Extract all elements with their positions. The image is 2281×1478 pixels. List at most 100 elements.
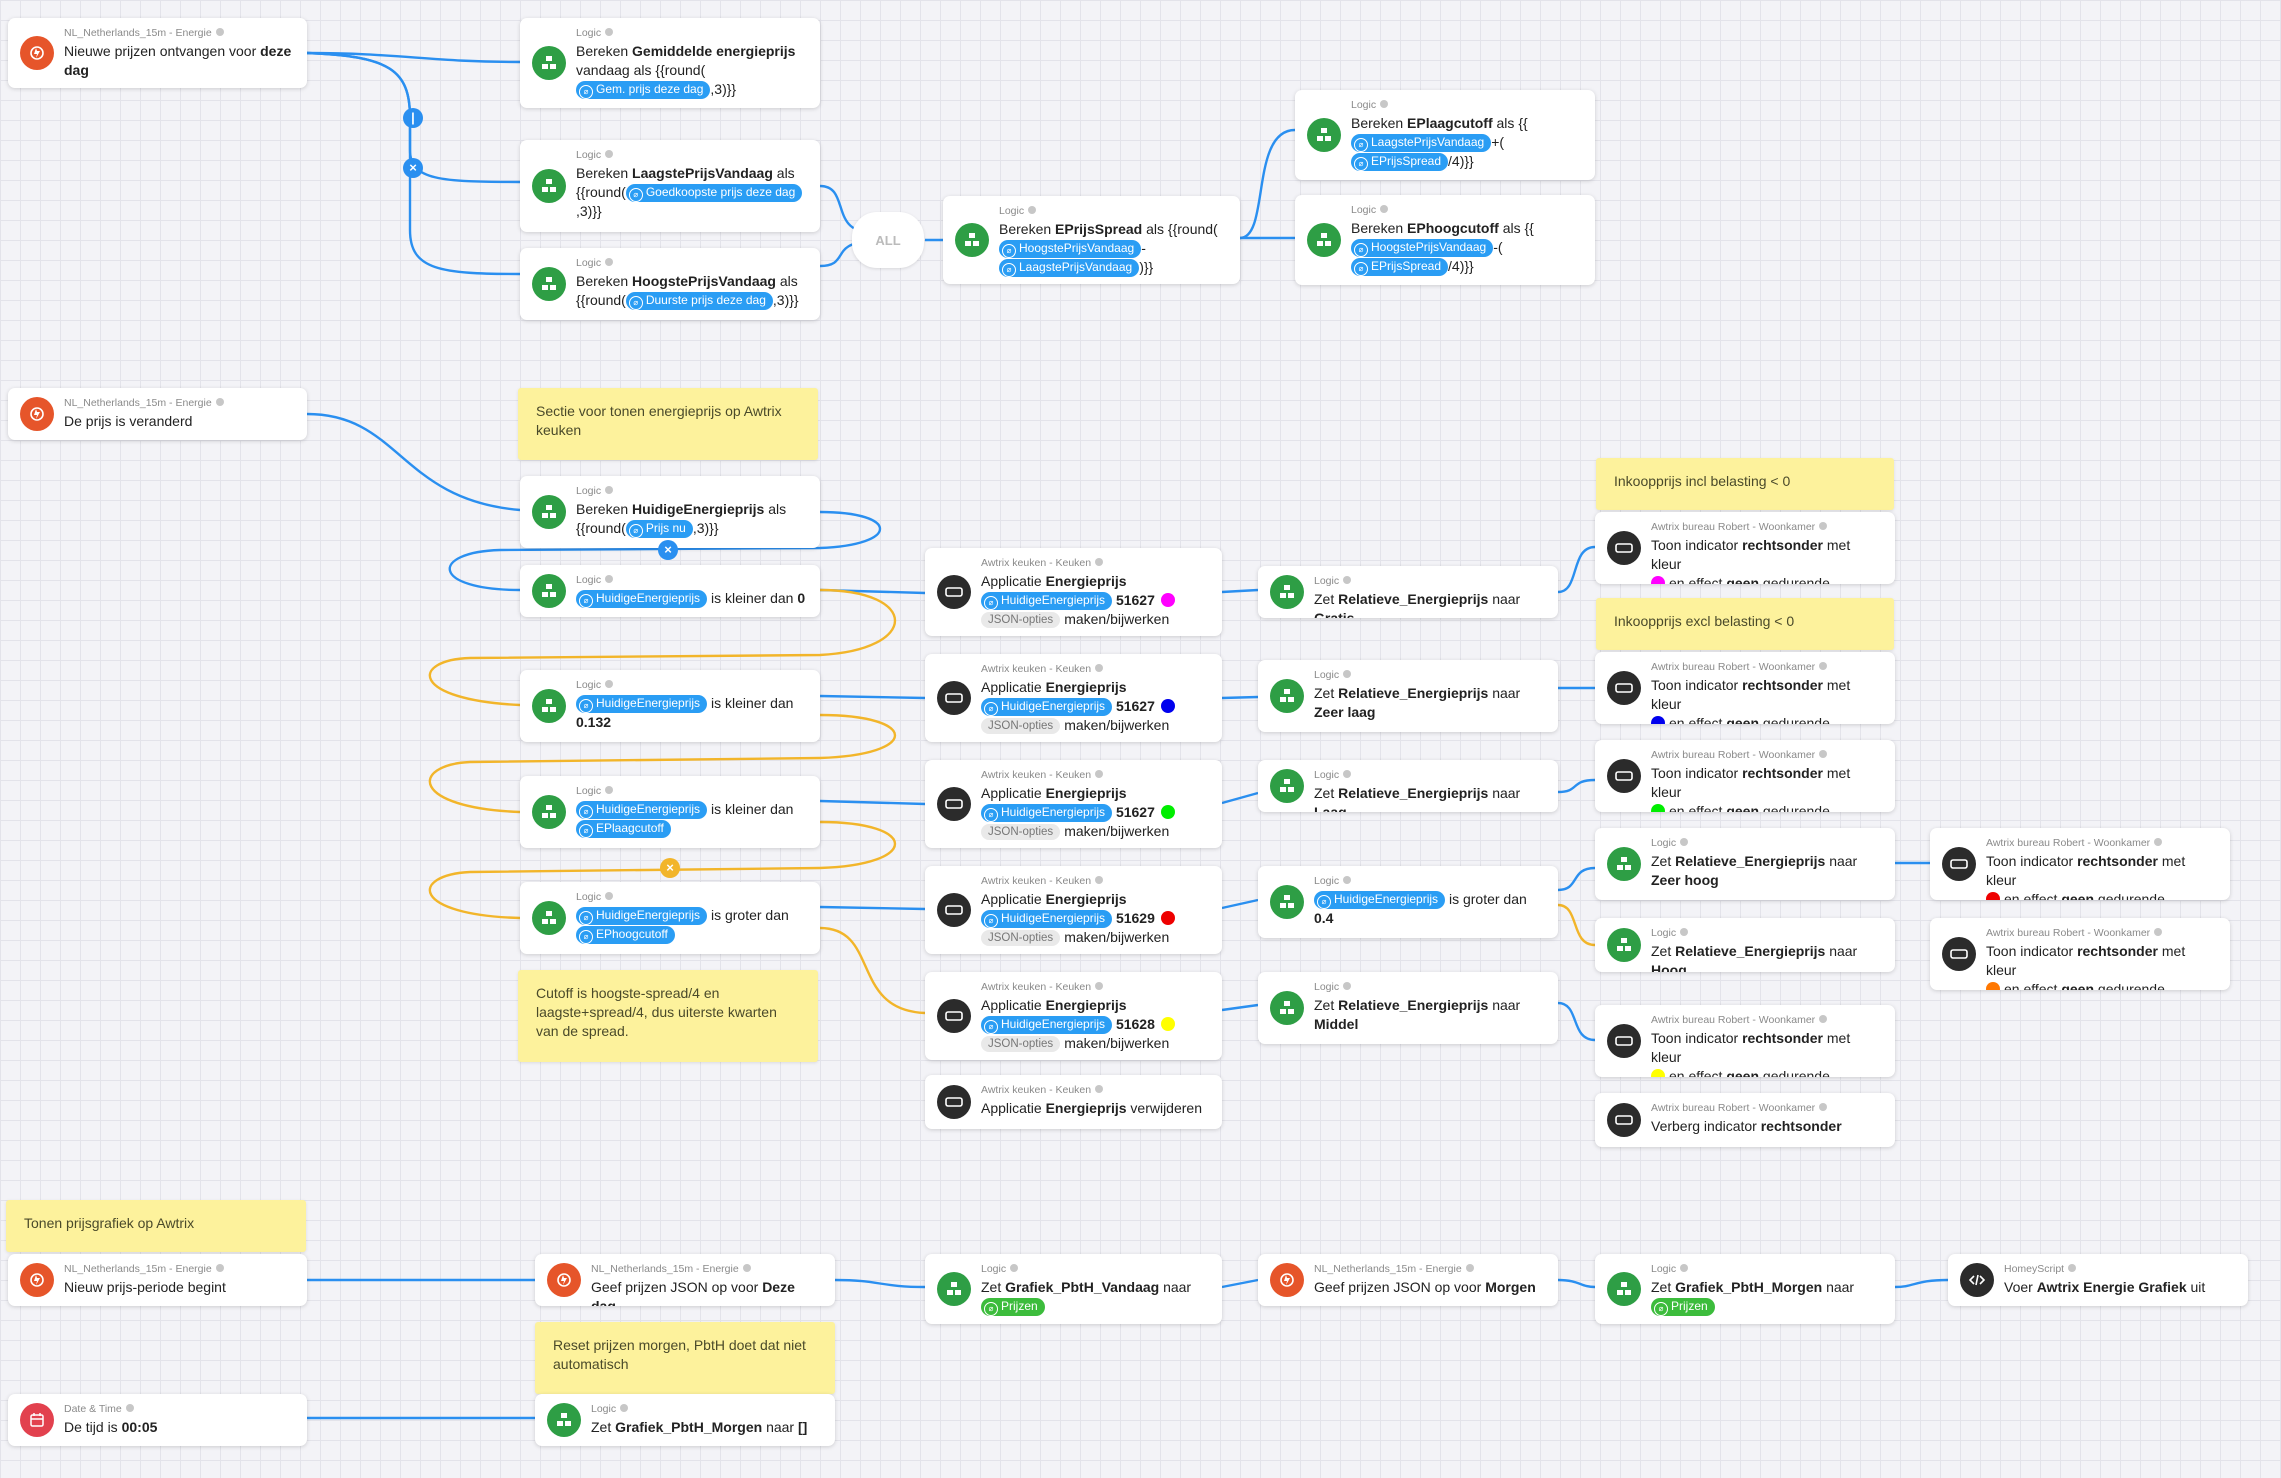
awtrix-app-remove-card[interactable]: Awtrix keuken - Keuken Applicatie Energi… (925, 1075, 1222, 1129)
logic-hoogste-card[interactable]: Logic Bereken HoogstePrijsVandaag als{{r… (520, 248, 820, 320)
awtrix-app-2-card[interactable]: Awtrix keuken - Keuken Applicatie Energi… (925, 654, 1222, 742)
logic-hoogcutoff-card[interactable]: Logic Bereken EPhoogcutoff als {{⌀Hoogst… (1295, 195, 1595, 285)
condition-groter-hoogcutoff-card[interactable]: Logic ⌀HuidigeEnergieprijs is groter dan… (520, 882, 820, 954)
token-pill: ⌀Gem. prijs deze dag (576, 81, 711, 99)
indicator-yellow-card[interactable]: Awtrix bureau Robert - Woonkamer Toon in… (1595, 1005, 1895, 1077)
logic-grid-icon (532, 574, 566, 608)
zet-zeer-laag-card[interactable]: Logic Zet Relatieve_Energieprijs naar Ze… (1258, 660, 1558, 732)
token-pill: ⌀Duurste prijs deze dag (625, 292, 773, 310)
homeyscript-card[interactable]: HomeyScript Voer Awtrix Energie Grafiek … (1948, 1254, 2248, 1306)
trigger-periode-card[interactable]: NL_Netherlands_15m - Energie Nieuw prijs… (8, 1254, 307, 1306)
display-icon (1607, 671, 1641, 705)
logic-grid-icon (1307, 223, 1341, 257)
indicator-red-card[interactable]: Awtrix bureau Robert - Woonkamer Toon in… (1930, 828, 2230, 900)
zet-gratis-card[interactable]: Logic Zet Relatieve_Energieprijs naar Gr… (1258, 566, 1558, 618)
logic-grid-icon (1607, 1272, 1641, 1306)
indicator-magenta-card[interactable]: Awtrix bureau Robert - Woonkamer Toon in… (1595, 512, 1895, 584)
token-pill: ⌀Goedkoopste prijs deze dag (625, 184, 803, 202)
logic-grid-icon (955, 223, 989, 257)
indicator-green-card[interactable]: Awtrix bureau Robert - Woonkamer Toon in… (1595, 740, 1895, 812)
port-close-icon[interactable]: × (658, 540, 678, 560)
note-cutoff: Cutoff is hoogste-spread/4 en laagste+sp… (518, 970, 818, 1062)
condition-kleiner-laagcutoff-card[interactable]: Logic ⌀HuidigeEnergieprijs is kleiner da… (520, 776, 820, 848)
display-icon (937, 893, 971, 927)
awtrix-app-1-card[interactable]: Awtrix keuken - Keuken Applicatie Energi… (925, 548, 1222, 636)
display-icon (1607, 1024, 1641, 1058)
display-icon (1942, 847, 1976, 881)
logic-grid-icon (1607, 928, 1641, 962)
logic-grid-icon (532, 795, 566, 829)
zet-grafiek-morgen-card[interactable]: Logic Zet Grafiek_PbtH_Morgen naar⌀Prijz… (1595, 1254, 1895, 1324)
display-icon (937, 681, 971, 715)
port-handle[interactable]: | (403, 108, 423, 128)
energy-icon (1270, 1263, 1304, 1297)
color-swatch (1160, 805, 1175, 819)
zet-grafiek-vandaag-card[interactable]: Logic Zet Grafiek_PbtH_Vandaag naar⌀Prij… (925, 1254, 1222, 1324)
zet-grafiek-reset-card[interactable]: Logic Zet Grafiek_PbtH_Morgen naar [] (535, 1394, 835, 1446)
tag-icon (215, 28, 224, 36)
logic-grid-icon (532, 46, 566, 80)
awtrix-app-3-card[interactable]: Awtrix keuken - Keuken Applicatie Energi… (925, 760, 1222, 848)
logic-grid-icon (1307, 118, 1341, 152)
logic-grid-icon (532, 495, 566, 529)
logic-grid-icon (532, 901, 566, 935)
note-reset-prijzen: Reset prijzen morgen, PbtH doet dat niet… (535, 1322, 835, 1394)
condition-kleiner-0132-card[interactable]: Logic ⌀HuidigeEnergieprijs is kleiner da… (520, 670, 820, 742)
logic-spread-card[interactable]: Logic Bereken EPrijsSpread als {{round(⌀… (943, 196, 1240, 284)
port-close-icon[interactable]: × (403, 158, 423, 178)
all-gate-node[interactable]: ALL (852, 212, 924, 268)
indicator-hide-card[interactable]: Awtrix bureau Robert - Woonkamer Verberg… (1595, 1093, 1895, 1147)
port-close-icon[interactable]: × (660, 858, 680, 878)
logic-grid-icon (1607, 847, 1641, 881)
logic-grid-icon (1270, 991, 1304, 1025)
trigger-prijs-veranderd-card[interactable]: NL_Netherlands_15m - Energie De prijs is… (8, 388, 307, 440)
zet-zeer-hoog-card[interactable]: Logic Zet Relatieve_Energieprijs naar Ze… (1595, 828, 1895, 900)
geef-prijzen-dag-card[interactable]: NL_Netherlands_15m - Energie Geef prijze… (535, 1254, 835, 1306)
logic-grid-icon (1270, 769, 1304, 803)
calendar-icon (20, 1403, 54, 1437)
trigger-tijd-card[interactable]: Date & Time De tijd is 00:05 (8, 1394, 307, 1446)
trigger-nieuwe-prijzen-card[interactable]: NL_Netherlands_15m - Energie Nieuwe prij… (8, 18, 307, 88)
logic-grid-icon (1270, 575, 1304, 609)
logic-huidige-card[interactable]: Logic Bereken HuidigeEnergieprijs als{{r… (520, 476, 820, 548)
logic-laagste-card[interactable]: Logic Bereken LaagstePrijsVandaag als{{r… (520, 140, 820, 232)
logic-grid-icon (1270, 679, 1304, 713)
color-swatch (1160, 911, 1175, 925)
condition-groter-04-card[interactable]: Logic ⌀HuidigeEnergieprijs is groter dan… (1258, 866, 1558, 938)
display-icon (1607, 1103, 1641, 1137)
energy-icon (20, 397, 54, 431)
logic-grid-icon (532, 689, 566, 723)
geef-prijzen-morgen-card[interactable]: NL_Netherlands_15m - Energie Geef prijze… (1258, 1254, 1558, 1306)
logic-grid-icon (547, 1403, 581, 1437)
logic-grid-icon (1270, 885, 1304, 919)
awtrix-app-5-card[interactable]: Awtrix keuken - Keuken Applicatie Energi… (925, 972, 1222, 1060)
energy-icon (20, 1263, 54, 1297)
note-sectie-awtrix: Sectie voor tonen energieprijs op Awtrix… (518, 388, 818, 460)
display-icon (1607, 531, 1641, 565)
logic-laagcutoff-card[interactable]: Logic Bereken EPlaagcutoff als {{⌀Laagst… (1295, 90, 1595, 180)
awtrix-app-4-card[interactable]: Awtrix keuken - Keuken Applicatie Energi… (925, 866, 1222, 954)
code-icon (1960, 1263, 1994, 1297)
energy-icon (547, 1263, 581, 1297)
logic-grid-icon (532, 169, 566, 203)
display-icon (937, 787, 971, 821)
zet-laag-card[interactable]: Logic Zet Relatieve_Energieprijs naar La… (1258, 760, 1558, 812)
note-incl-belasting: Inkoopprijs incl belasting < 0 (1596, 458, 1894, 510)
note-excl-belasting: Inkoopprijs excl belasting < 0 (1596, 598, 1894, 650)
logic-grid-icon (937, 1272, 971, 1306)
display-icon (937, 1085, 971, 1119)
zet-hoog-card[interactable]: Logic Zet Relatieve_Energieprijs naar Ho… (1595, 918, 1895, 972)
display-icon (1607, 759, 1641, 793)
color-swatch (1160, 593, 1175, 607)
energy-icon (20, 36, 54, 70)
indicator-blue-card[interactable]: Awtrix bureau Robert - Woonkamer Toon in… (1595, 652, 1895, 724)
card-header: NL_Netherlands_15m - Energie (64, 27, 295, 40)
color-swatch (1160, 699, 1175, 713)
indicator-orange-card[interactable]: Awtrix bureau Robert - Woonkamer Toon in… (1930, 918, 2230, 990)
note-prijsgrafiek: Tonen prijsgrafiek op Awtrix (6, 1200, 306, 1252)
color-swatch (1160, 1017, 1175, 1031)
condition-kleiner-0-card[interactable]: Logic ⌀HuidigeEnergieprijs is kleiner da… (520, 565, 820, 617)
display-icon (1942, 937, 1976, 971)
